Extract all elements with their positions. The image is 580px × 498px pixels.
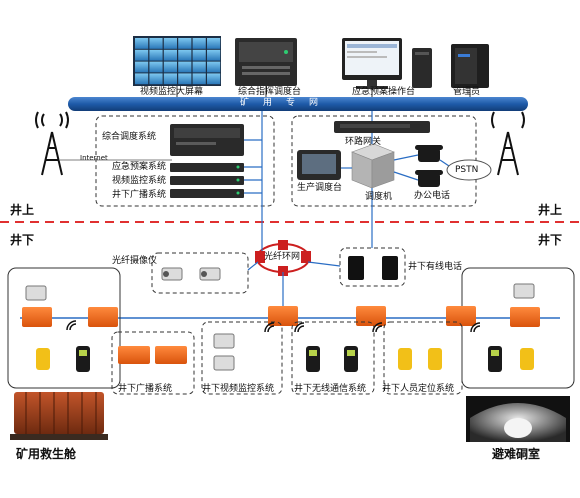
video-wall [133, 36, 221, 86]
radio-tower-icon [491, 111, 525, 176]
video-wall-cell [135, 73, 149, 85]
wifi-signal-icon [66, 320, 481, 333]
video-wall-cell [192, 73, 206, 85]
video-wall-cell [207, 61, 221, 73]
network-switch [22, 307, 52, 327]
wireless-handset-icon [306, 346, 358, 372]
admin-server [451, 44, 489, 88]
refuge-chamber-label: 避难硐室 [492, 447, 541, 461]
server-group-box [95, 115, 275, 207]
broadcast-device-icon [118, 346, 187, 364]
video-wall-cell [135, 38, 149, 49]
network-bar-label: 矿用专网 [240, 98, 333, 108]
locator-tag-icon [398, 348, 442, 370]
above-ground-right: 井上 [538, 203, 563, 217]
positioning-box [383, 321, 463, 395]
positioning-label: 井下人员定位系统 [382, 384, 455, 394]
below-ground-left: 井下 [10, 233, 35, 247]
video-wall-cell [149, 73, 163, 85]
network-switch [356, 306, 386, 326]
capsule-devices [25, 285, 90, 372]
video-wall-cell [178, 61, 192, 73]
video-wall-cell [149, 38, 163, 49]
ring-label: 光纤环网 [264, 252, 301, 262]
video-monitor-label: 井下视频监控系统 [202, 384, 275, 394]
wired-phone-label: 井下有线电话 [408, 262, 463, 272]
internet-label: Internet [80, 154, 108, 162]
video-wall-cell [207, 49, 221, 61]
video-wall-label: 视频监控大屏幕 [140, 87, 204, 97]
video-wall-cell [163, 61, 177, 73]
server-item-3: 井下广播系统 [112, 190, 167, 200]
server-item-1: 应急预案系统 [112, 162, 167, 172]
video-wall-cell [135, 61, 149, 73]
video-wall-cell [192, 61, 206, 73]
gateway-label: 环路网关 [345, 137, 382, 147]
video-wall-cell [163, 38, 177, 49]
fiber-camera-icon [161, 267, 221, 281]
server-rack-title: 综合调度系统 [102, 132, 157, 142]
loop-gateway [334, 121, 430, 133]
below-ground-right: 井下 [538, 233, 563, 247]
network-switch [446, 306, 476, 326]
video-wall-cell [192, 38, 206, 49]
camera-label: 光纤摄像仪 [112, 256, 158, 266]
video-wall-cell [163, 49, 177, 61]
video-wall-cell [207, 73, 221, 85]
network-bar [68, 97, 528, 111]
video-wall-cell [178, 49, 192, 61]
dispatch-rack [235, 38, 297, 86]
camera-group-box [151, 252, 249, 294]
console-label: 生产调度台 [297, 183, 343, 193]
refuge-chamber-box [461, 267, 575, 389]
video-wall-cell [192, 49, 206, 61]
dispatch-desk-label: 综合指挥调度台 [238, 87, 302, 97]
wireless-label: 井下无线通信系统 [294, 384, 367, 394]
broadcast-box [111, 331, 195, 395]
mine-phone-icon [348, 256, 398, 280]
wireless-box [291, 321, 375, 395]
broadcast-label: 井下广播系统 [118, 384, 173, 394]
video-wall-cell [149, 61, 163, 73]
video-wall-cell [135, 49, 149, 61]
pstn-cloud [446, 159, 492, 181]
dispatcher-machine [351, 143, 395, 189]
video-wall-cell [178, 38, 192, 49]
rescue-capsule-label: 矿用救生舱 [16, 447, 77, 461]
emergency-desk-label: 应急预案操作台 [352, 87, 416, 97]
rescue-capsule-box [7, 267, 121, 389]
video-wall-cell [149, 49, 163, 61]
radio-tower-icon [35, 111, 69, 176]
refuge-chamber-image [466, 396, 570, 442]
rescue-capsule-image [10, 392, 108, 440]
server-item-2: 视频监控系统 [112, 176, 167, 186]
video-camera-icon [213, 333, 235, 371]
video-wall-cell [207, 38, 221, 49]
office-phone-icon [415, 145, 443, 187]
refuge-devices [488, 283, 535, 372]
network-switch [268, 306, 298, 326]
production-console [297, 150, 341, 180]
video-wall-cell [163, 73, 177, 85]
network-switch [510, 307, 540, 327]
above-ground-left: 井上 [10, 203, 35, 217]
admin-label: 管理员 [453, 87, 481, 97]
dispatcher-label: 调度机 [365, 192, 393, 202]
office-phone-label: 办公电话 [414, 191, 451, 201]
emergency-workstation [342, 38, 432, 89]
server-rack [170, 124, 244, 198]
video-monitor-box [201, 321, 283, 395]
video-wall-cell [178, 73, 192, 85]
network-switch [88, 307, 118, 327]
pstn-label: PSTN [455, 165, 479, 175]
